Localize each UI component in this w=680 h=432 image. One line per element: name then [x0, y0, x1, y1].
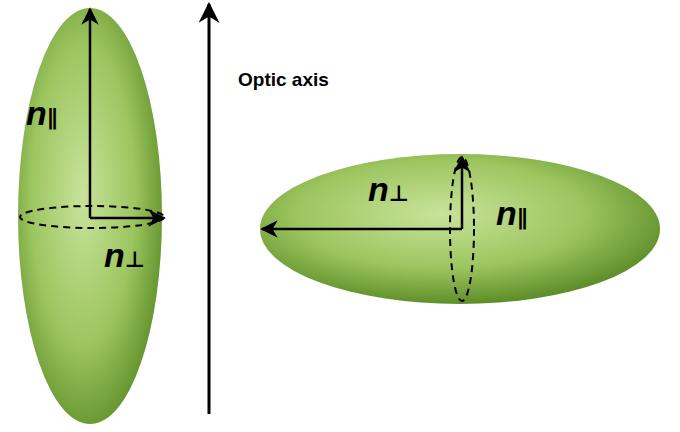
index-label: n⊥: [104, 238, 145, 272]
index-label: n∥: [26, 96, 58, 130]
prolate-ellipsoid: [18, 8, 162, 424]
axis-arrow: [262, 228, 462, 231]
dashed-cross-section: [20, 206, 164, 228]
index-label: n⊥: [368, 172, 409, 206]
index-label: n∥: [496, 196, 528, 230]
optic-axis-arrow: [208, 4, 211, 414]
axis-arrow: [89, 9, 92, 218]
axis-arrow: [90, 217, 164, 220]
axis-arrow: [461, 157, 464, 229]
oblate-ellipsoid: [260, 154, 660, 304]
axis-label: Optic axis: [238, 70, 329, 89]
